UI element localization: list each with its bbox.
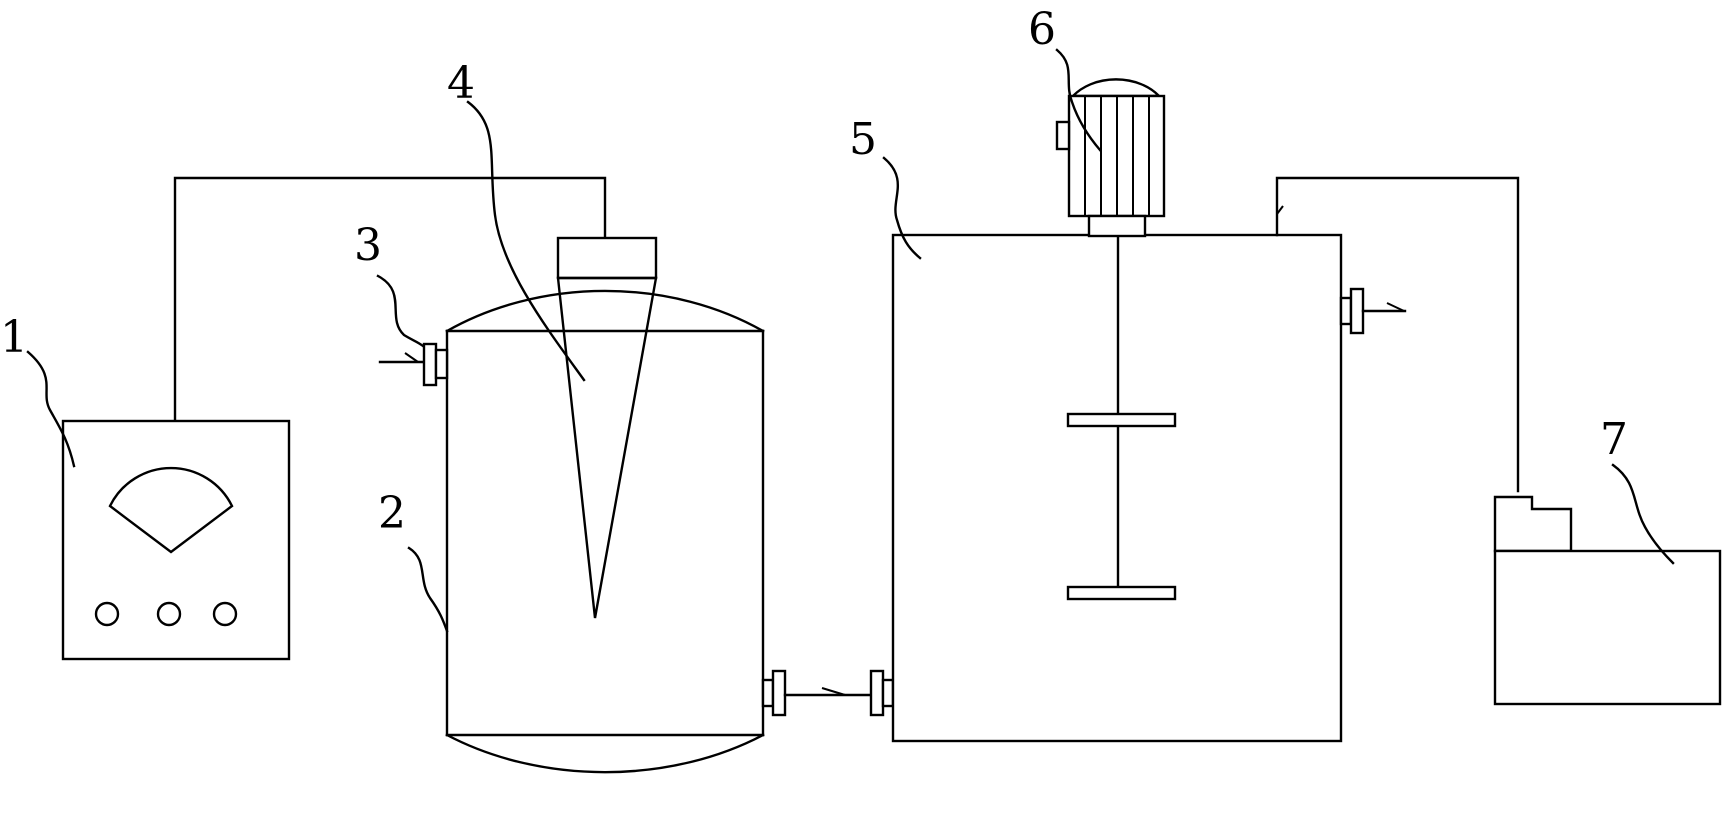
tank-inlet-stub [881,678,895,708]
label-1: 1 [0,312,28,363]
control-box [61,419,291,661]
motor [1055,78,1166,238]
electrode-head [556,236,658,280]
tank-side-stub [1339,296,1353,326]
reactor-tank [445,289,765,774]
inlet-flange-stub [434,348,449,380]
pipe-controller-to-electrode [173,176,607,423]
stirrer-blade-lower [1066,585,1177,601]
leader-1 [26,350,76,468]
label-3: 3 [354,220,382,271]
motor-terminal-box [1055,120,1071,151]
collector-unit [1493,495,1722,706]
reactor-top-dome [445,289,765,333]
knob-3 [212,601,238,627]
leader-2 [407,546,449,633]
tank-side-flange [1349,287,1365,335]
inlet-arrow-icon [404,352,419,363]
collector-arrow-icon [1276,205,1284,215]
tank-inlet-flange [869,669,885,717]
reactor-outlet-flange [771,669,787,717]
collector-top-step [1493,495,1573,553]
knob-1 [94,601,120,627]
knob-2 [156,601,182,627]
label-6: 6 [1028,4,1056,55]
motor-cap [1070,78,1162,98]
label-2: 2 [378,488,406,539]
inlet-valve [378,342,449,387]
motor-coupling [1087,214,1147,238]
stirring-tank [891,233,1407,743]
leader-5 [882,156,922,260]
leader-6 [1055,48,1102,152]
meter-gauge-icon [108,466,234,554]
electrode-cone [556,236,658,619]
tank-side-arrow-icon [1386,302,1405,312]
label-7: 7 [1600,414,1628,465]
reactor-outlet-stub [761,678,775,708]
pipe-tank-to-collector [1275,176,1520,493]
stirrer-blade-upper [1066,412,1177,428]
leader-3 [376,274,425,348]
collector-body [1493,549,1722,706]
reactor-bottom-dome [445,733,765,774]
transfer-pipe [761,669,895,717]
inlet-flange [422,342,438,387]
leader-4 [466,100,586,382]
transfer-arrow-icon [821,687,846,696]
leader-7 [1611,463,1675,565]
label-4: 4 [447,58,475,109]
label-5: 5 [849,114,877,165]
electrode-cone-body [556,276,658,619]
control-box-body [61,419,291,661]
